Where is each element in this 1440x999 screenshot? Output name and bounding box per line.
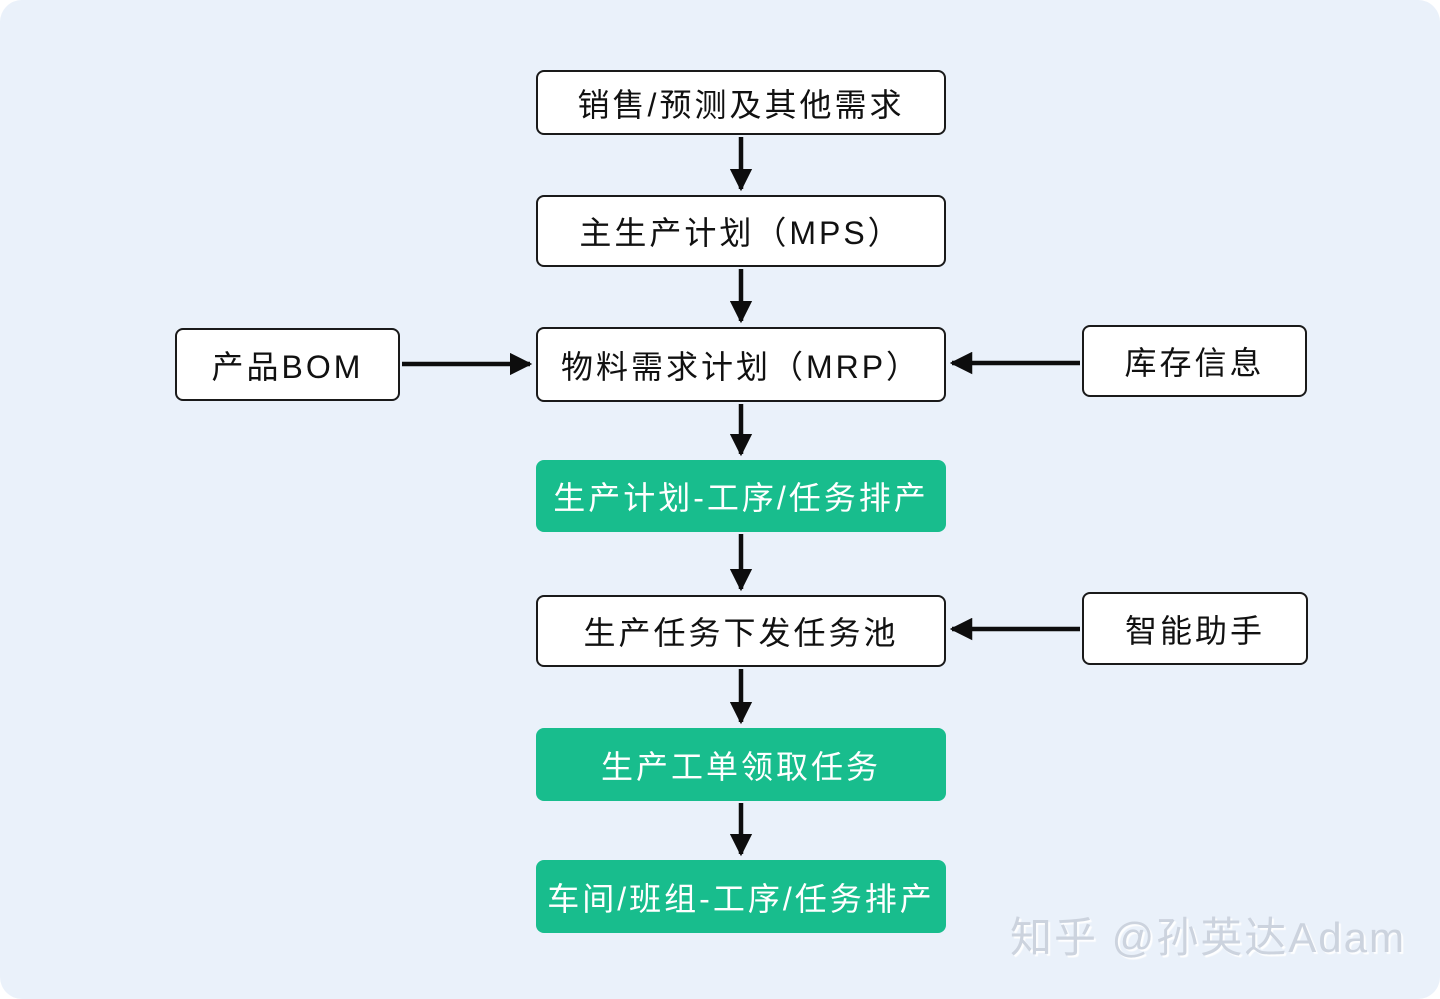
node-product-bom: 产品BOM	[175, 328, 400, 401]
node-plan-scheduling: 生产计划-工序/任务排产	[536, 460, 946, 532]
watermark: 知乎 @孙英达Adam	[1009, 914, 1406, 961]
node-smart-assistant: 智能助手	[1082, 592, 1308, 665]
node-workshop-scheduling: 车间/班组-工序/任务排产	[536, 860, 946, 933]
node-mrp: 物料需求计划（MRP）	[536, 327, 946, 402]
node-inventory-info: 库存信息	[1082, 325, 1307, 397]
node-mps: 主生产计划（MPS）	[536, 195, 946, 267]
node-task-pool: 生产任务下发任务池	[536, 595, 946, 667]
node-work-order: 生产工单领取任务	[536, 728, 946, 801]
node-sales-forecast: 销售/预测及其他需求	[536, 70, 946, 135]
